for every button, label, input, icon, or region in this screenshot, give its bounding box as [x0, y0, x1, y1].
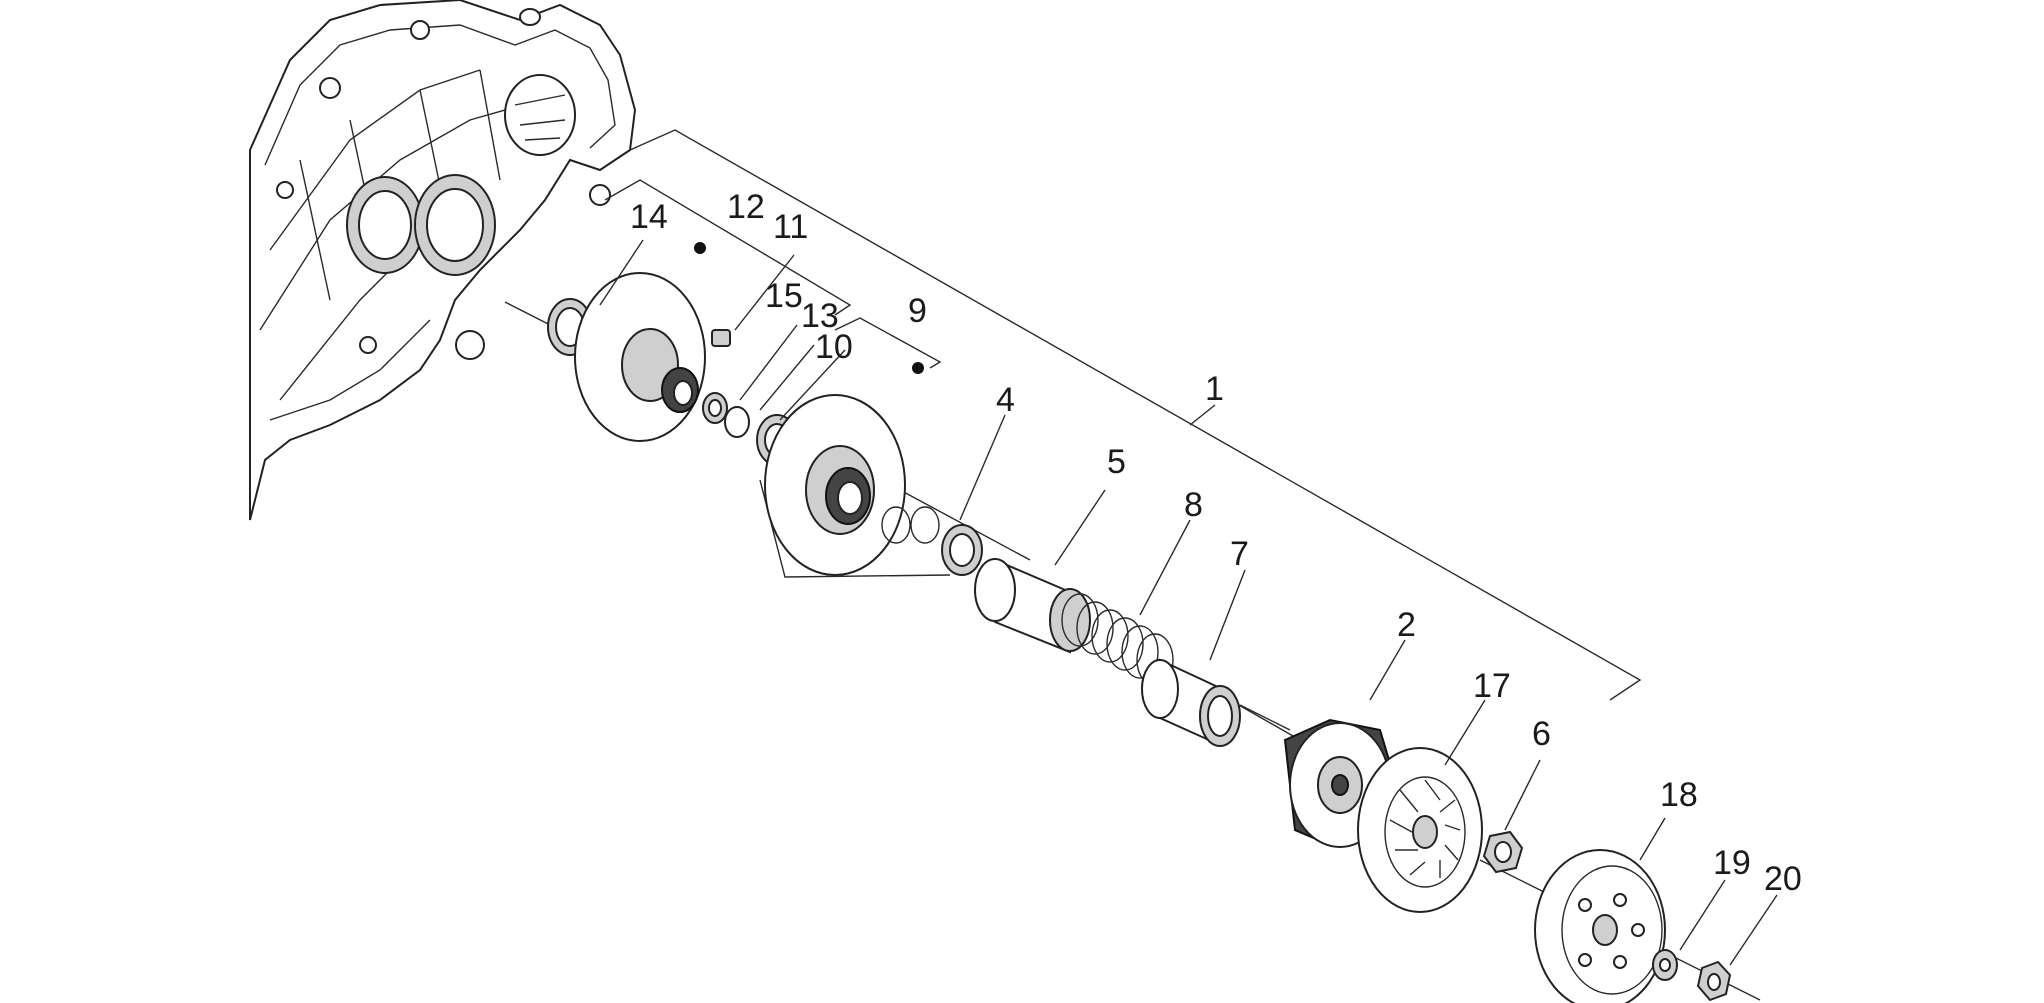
callout-17: 17	[1473, 667, 1511, 705]
callout-1: 1	[1205, 370, 1224, 408]
callout-2: 2	[1397, 606, 1416, 644]
callout-13: 13	[801, 297, 839, 335]
part-8-spring	[1061, 593, 1174, 687]
callout-7: 7	[1230, 535, 1249, 573]
part-20-nut	[1696, 960, 1732, 1002]
part-18-clutch-bell	[1534, 849, 1666, 1003]
callout-14: 14	[630, 198, 668, 236]
callout-6: 6	[1532, 715, 1551, 753]
part-11-pin	[711, 329, 731, 347]
callout-20: 20	[1764, 860, 1802, 898]
callout-9: 9	[908, 292, 927, 330]
callout-15: 15	[765, 277, 803, 315]
callout-5: 5	[1107, 443, 1126, 481]
callout-8: 8	[1184, 486, 1203, 524]
part-4-o-rings	[881, 506, 983, 576]
part-5-sleeve	[974, 558, 1091, 654]
bracket-assembly-12	[604, 179, 852, 316]
callout-11: 11	[773, 208, 808, 246]
part-9-movable-pulley	[764, 362, 924, 576]
callout-leaders	[599, 239, 1778, 966]
callout-labels: 1 2 4 5 6 7 8 9 10 11 12 13 14 15 17 18 …	[630, 188, 1802, 898]
callout-10: 10	[815, 328, 853, 366]
part-13-ring	[724, 406, 750, 438]
callout-18: 18	[1660, 776, 1698, 814]
callout-19: 19	[1713, 844, 1751, 882]
callout-12: 12	[727, 188, 765, 226]
callout-4: 4	[996, 381, 1015, 419]
part-7-bushing	[1141, 658, 1241, 747]
part-6-nut	[1482, 830, 1524, 874]
bracket-assembly-1	[629, 129, 1642, 701]
part-17-fan	[1357, 747, 1483, 913]
part-12-fixed-pulley	[574, 242, 706, 442]
crankcase-housing	[249, 0, 637, 521]
part-19-washer	[1652, 949, 1678, 981]
part-15-bearing	[702, 392, 728, 424]
